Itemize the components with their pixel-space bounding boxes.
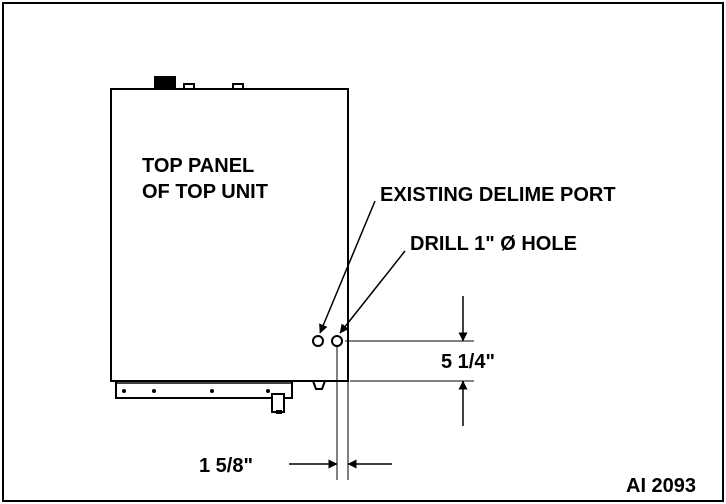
horizontal-dimension bbox=[289, 346, 392, 480]
figure-id-label: AI 2093 bbox=[626, 475, 697, 497]
existing-delime-port-label: EXISTING DELIME PORT bbox=[380, 184, 616, 206]
unit-top-fittings bbox=[154, 76, 244, 91]
vertical-dimension-label: 5 1/4" bbox=[441, 351, 495, 373]
drill-hole bbox=[331, 335, 343, 347]
existing-delime-port-hole bbox=[312, 335, 324, 347]
drill-hole-label: DRILL 1" Ø HOLE bbox=[410, 233, 577, 255]
top-panel-label: TOP PANEL OF TOP UNIT bbox=[142, 153, 268, 205]
drill-hole-leader bbox=[339, 250, 406, 334]
top-panel-label-line2: OF TOP UNIT bbox=[142, 181, 268, 203]
existing-port-leader bbox=[319, 200, 376, 334]
top-panel-label-line1: TOP PANEL bbox=[142, 155, 255, 177]
vertical-dimension bbox=[345, 296, 474, 426]
horizontal-dimension-label: 1 5/8" bbox=[199, 455, 253, 477]
mounting-bracket bbox=[115, 380, 326, 414]
top-panel-outline bbox=[110, 88, 349, 382]
